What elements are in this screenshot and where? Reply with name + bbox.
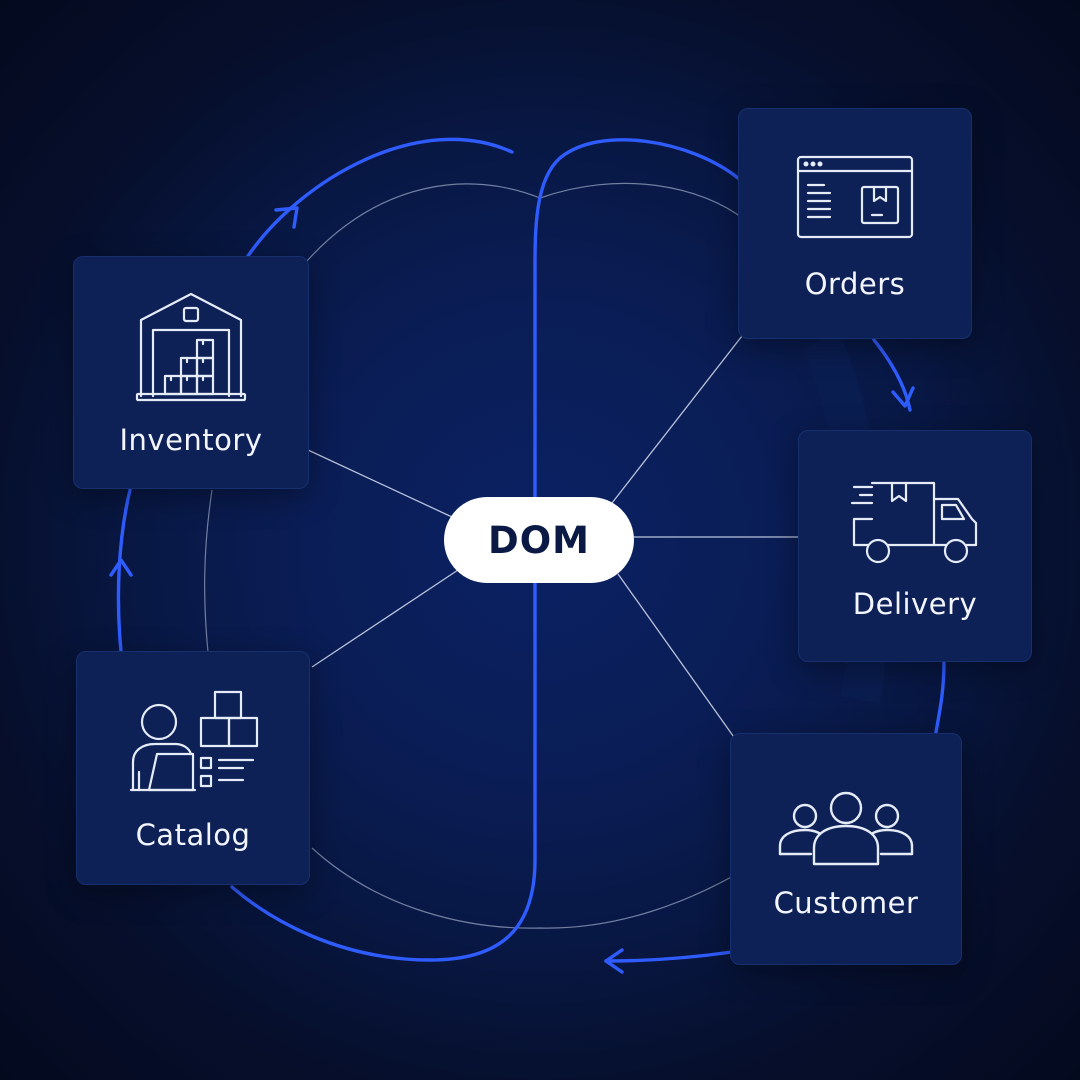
spoke-customer xyxy=(617,573,737,741)
person-laptop-boxes-icon xyxy=(129,690,259,792)
hub-dom: DOM xyxy=(444,497,634,583)
ring-arc-top xyxy=(305,182,746,263)
user-group-icon xyxy=(778,791,914,866)
node-catalog: Catalog xyxy=(76,651,310,885)
warehouse-icon xyxy=(135,292,247,402)
flow-arrowhead-bottom xyxy=(604,948,624,974)
node-label-orders: Orders xyxy=(804,267,906,301)
ring-arc-left xyxy=(204,489,213,653)
flow-arc-customer-to-bottom xyxy=(604,950,734,963)
flow-arc-orders-to-delivery xyxy=(872,338,912,412)
flow-arrowhead-right-top xyxy=(891,386,915,408)
node-label-inventory: Inventory xyxy=(119,423,263,457)
node-inventory: Inventory xyxy=(73,256,309,489)
flow-arrowhead-top xyxy=(274,206,299,229)
flow-vertical-divider xyxy=(230,138,740,962)
spoke-inventory xyxy=(307,449,453,518)
delivery-truck-icon xyxy=(850,481,978,564)
node-delivery: Delivery xyxy=(798,430,1032,662)
ring-arc-bottom xyxy=(311,847,736,929)
spoke-orders xyxy=(611,335,743,504)
browser-window-box-icon xyxy=(796,155,914,239)
flow-arc-delivery-to-customer xyxy=(934,660,946,734)
flow-arc-inventory-to-top xyxy=(246,137,514,258)
node-label-catalog: Catalog xyxy=(135,818,251,852)
node-label-delivery: Delivery xyxy=(852,587,978,621)
node-customer: Customer xyxy=(730,733,962,965)
node-label-customer: Customer xyxy=(773,886,919,920)
flow-arrowhead-left xyxy=(109,558,133,577)
node-orders: Orders xyxy=(738,108,972,339)
spoke-catalog xyxy=(311,569,459,668)
hub-label: DOM xyxy=(488,518,590,562)
flow-arc-catalog-to-inventory xyxy=(116,488,132,653)
